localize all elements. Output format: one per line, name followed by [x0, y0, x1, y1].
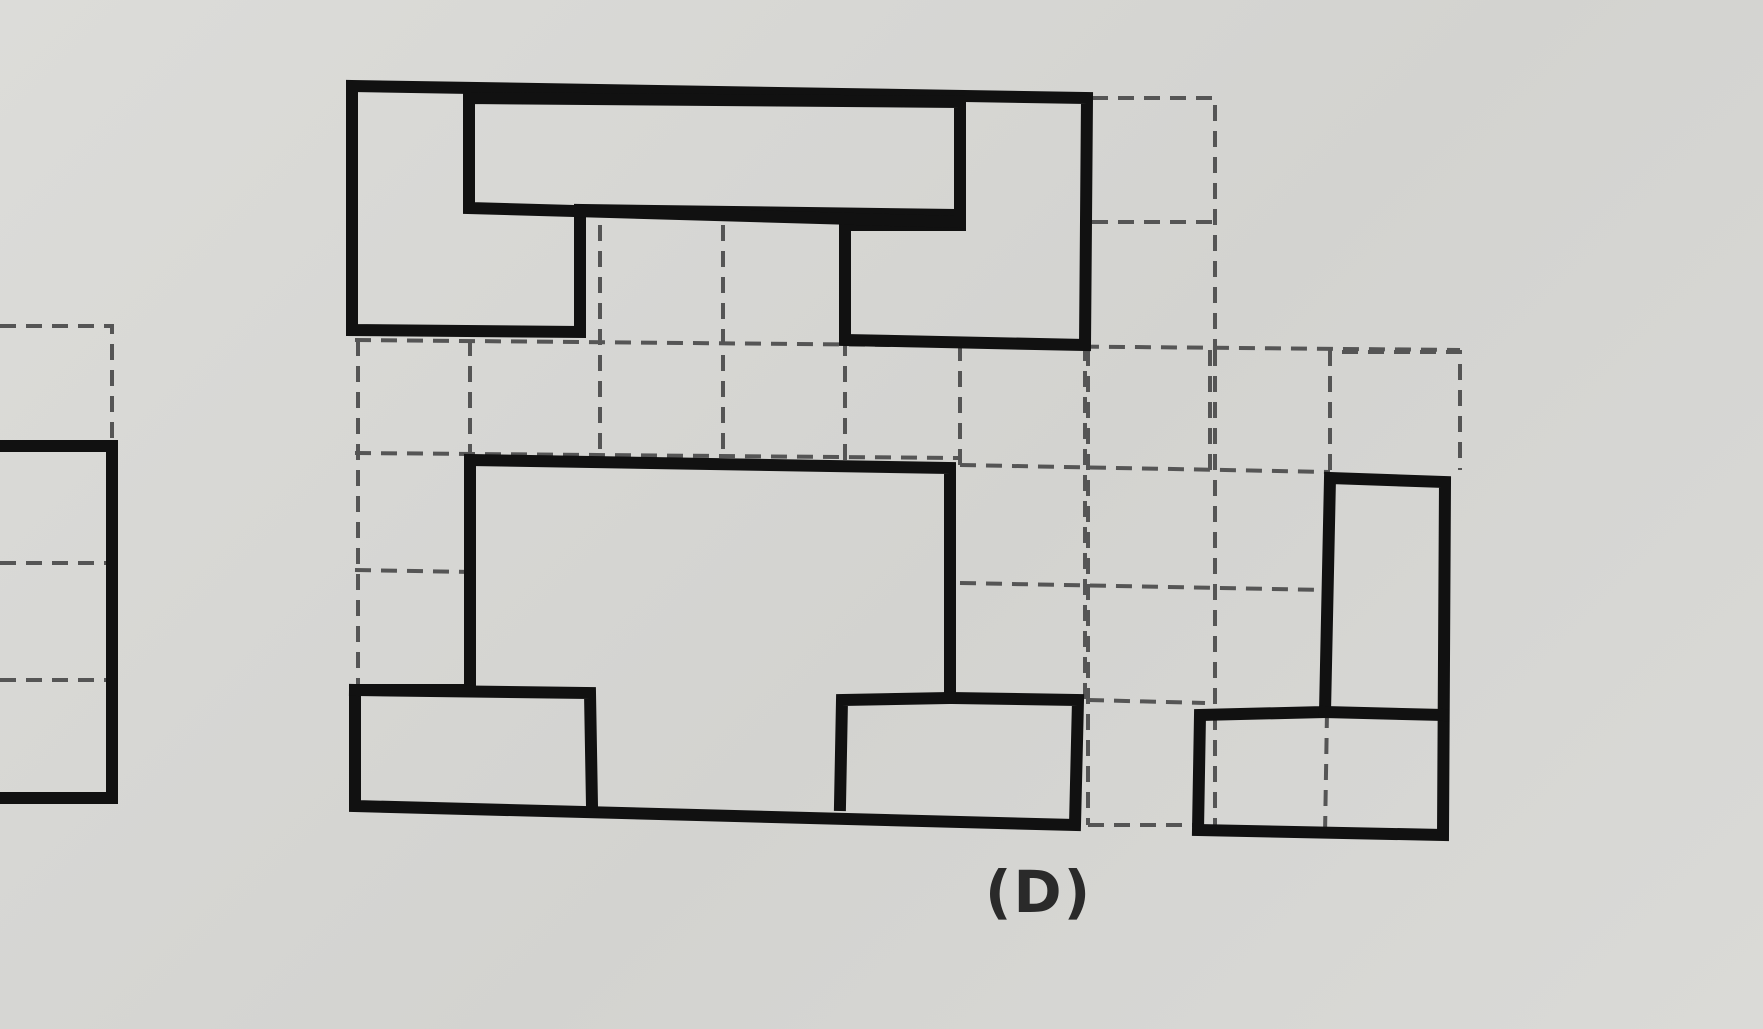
- front-view-outline: [349, 453, 1085, 832]
- top-view-inner-slot: [463, 91, 966, 229]
- side-view-dashed-box: [1328, 350, 1462, 470]
- dashed-band-middle: [354, 451, 961, 460]
- dashed-left-inner: [354, 568, 471, 574]
- side-view-divider: [1318, 705, 1450, 722]
- dashed-lower-right: [959, 581, 1326, 592]
- dashed-band-middle-right: [959, 463, 1331, 474]
- side-view-outline: [1191, 471, 1452, 842]
- top-right-dashed-box: [1092, 96, 1217, 350]
- projection-lines: [0, 96, 1462, 836]
- left-partial-outline: [0, 440, 118, 804]
- dashed-lower-right-2: [1087, 698, 1206, 705]
- left-partial-dashed-box: [0, 324, 114, 445]
- front-view-left-step: [348, 683, 599, 813]
- figure-label: (D): [985, 858, 1093, 926]
- front-view-right-step: [833, 691, 957, 812]
- side-view-dashed-hidden: [1323, 711, 1329, 836]
